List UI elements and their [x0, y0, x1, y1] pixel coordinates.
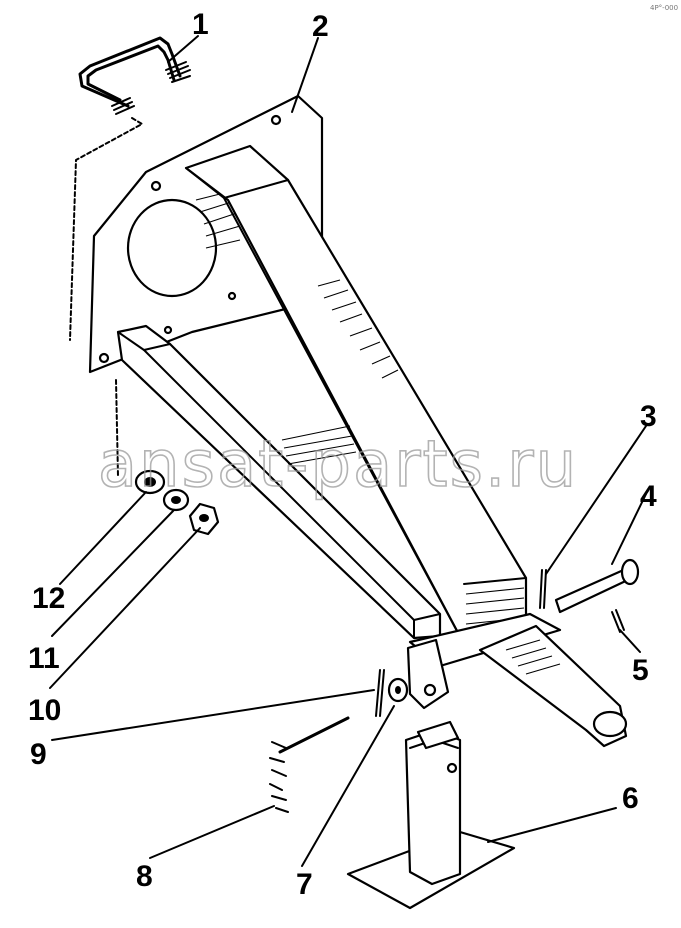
jack-stand	[346, 720, 516, 910]
callout-1: 1	[192, 8, 209, 41]
leader-lines	[49, 35, 647, 867]
callout-3: 3	[640, 400, 657, 433]
callout-2: 2	[312, 10, 329, 43]
hardware-stack	[115, 379, 220, 536]
callout-9: 9	[30, 738, 47, 771]
callout-11: 11	[28, 642, 60, 675]
callout-12: 12	[32, 582, 65, 615]
corner-mark: 4P°-000	[650, 4, 678, 12]
callout-8: 8	[136, 860, 153, 893]
u-bolt	[69, 36, 191, 341]
callout-6: 6	[622, 782, 639, 815]
chain-pin-8	[269, 716, 350, 813]
callout-5: 5	[632, 654, 649, 687]
cotter-pin-9	[375, 669, 385, 717]
callout-10: 10	[28, 694, 61, 727]
washer-7	[387, 677, 409, 703]
drawbar	[406, 612, 628, 748]
watermark: ansat-parts.ru	[98, 428, 578, 502]
main-beam	[184, 144, 528, 646]
cotter-pin-3	[539, 569, 547, 609]
diagonal-brace	[116, 324, 442, 640]
cotter-pin-5	[611, 609, 625, 633]
clevis-pin-4	[554, 558, 640, 614]
callout-4: 4	[640, 480, 657, 513]
callout-7: 7	[296, 868, 313, 901]
